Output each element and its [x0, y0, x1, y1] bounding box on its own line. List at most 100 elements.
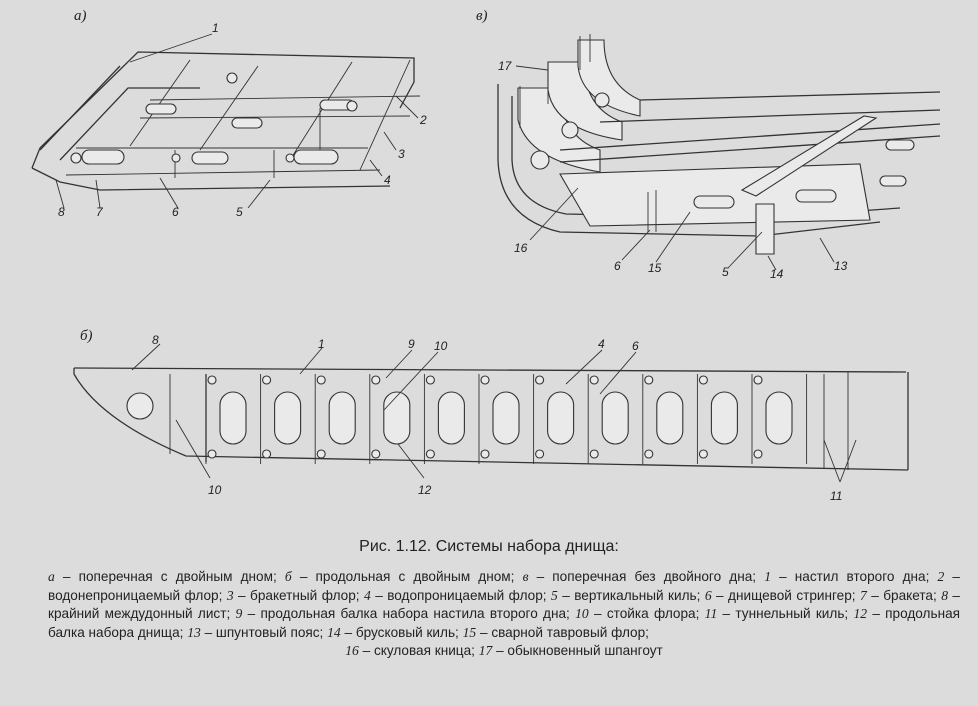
panel-b-label-6: 6	[632, 339, 639, 353]
legend-text: – водопроницаемый флор;	[370, 587, 551, 603]
legend-item: 10 – стойка флора;	[575, 606, 705, 621]
figure-drawings: а)	[31, 8, 941, 503]
lightening-hole	[328, 391, 356, 445]
longitudinal-notch	[207, 375, 217, 385]
panel-b-floors	[205, 374, 808, 464]
lightening-hole	[765, 391, 793, 445]
panel-b-label-8: 8	[152, 333, 159, 347]
panel-b-tag: б)	[80, 328, 93, 344]
legend-key: 10	[575, 606, 589, 621]
legend-text: – сварной тавровый флор;	[476, 624, 649, 640]
panel-v-label-17: 17	[498, 59, 513, 73]
lightening-hole	[219, 391, 247, 445]
legend-text: – стойка флора;	[588, 606, 705, 621]
longitudinal-notch	[425, 375, 435, 385]
legend-key: 9	[235, 606, 243, 621]
legend-text: – обыкновенный шпангоут	[492, 643, 663, 658]
legend-key: 1	[764, 569, 771, 584]
legend-key: 3	[226, 587, 234, 603]
lightening-hole	[492, 391, 520, 445]
panel-b-label-11: 11	[830, 489, 842, 503]
longitudinal-notch	[425, 449, 435, 459]
legend-text: – днищевой стрингер;	[711, 587, 860, 603]
panel-b-label-10-bottom: 10	[208, 483, 222, 497]
legend-text: – бракета;	[866, 587, 942, 603]
lightening-hole	[383, 391, 411, 445]
longitudinal-notch	[207, 449, 217, 459]
panel-a-label-3: 3	[398, 147, 405, 161]
legend-key: 5	[550, 587, 558, 603]
panel-a-drawing: а)	[31, 8, 427, 219]
panel-v-label-14: 14	[770, 267, 784, 281]
legend-last-line: 16 – скуловая кница; 17 – обыкновенный ш…	[48, 642, 960, 661]
longitudinal-notch	[262, 449, 272, 459]
legend-text: – вертикальный киль;	[557, 587, 705, 603]
lightening-hole	[656, 391, 684, 445]
panel-v-drawing: в)	[476, 8, 941, 281]
legend-item: 6 – днищевой стрингер;	[705, 588, 860, 603]
legend-item: 7 – бракета;	[860, 588, 941, 603]
longitudinal-notch	[262, 375, 272, 385]
panel-v-label-5: 5	[722, 265, 729, 279]
legend-item: а – поперечная с двойным дном;	[48, 569, 285, 584]
legend-item: 9 – продольная балка набора настила втор…	[236, 606, 576, 621]
lightening-hole	[437, 391, 465, 445]
legend-text: – поперечная без двойного дна;	[528, 569, 765, 584]
legend-text: – туннельный киль;	[717, 606, 854, 621]
longitudinal-notch	[316, 449, 326, 459]
panel-v-label-16: 16	[514, 241, 528, 255]
panel-b-label-1: 1	[318, 337, 325, 351]
legend-key: 12	[853, 606, 868, 621]
panel-a-label-2: 2	[419, 113, 427, 127]
legend-text: – крайний междудонный лист;	[48, 587, 960, 622]
longitudinal-notch	[480, 449, 490, 459]
panel-a-tag: а)	[74, 8, 87, 24]
panel-b-label-4: 4	[598, 337, 605, 351]
legend-key: а	[48, 569, 55, 584]
legend-text: – продольная балка набора настила второг…	[242, 606, 576, 621]
longitudinal-notch	[698, 449, 708, 459]
longitudinal-notch	[535, 449, 545, 459]
legend-item: 8 – крайний междудонный лист;	[48, 588, 960, 622]
legend-item: в – поперечная без двойного дна;	[523, 569, 765, 584]
figure-caption: Рис. 1.12. Системы набора днища:	[359, 538, 619, 555]
lightening-hole	[601, 391, 629, 445]
longitudinal-notch	[753, 449, 763, 459]
legend-item: б – продольная с двойным дном;	[285, 569, 523, 584]
legend-key: 17	[478, 643, 493, 658]
legend-item: 14 – брусковый киль;	[327, 625, 462, 640]
legend-item: 1 – настил второго дна;	[764, 569, 937, 584]
legend-item: 12 – продольная балка набора днища;	[48, 606, 960, 640]
legend-text: – скуловая кница;	[358, 643, 479, 658]
longitudinal-notch	[535, 375, 545, 385]
legend-key: 4	[364, 587, 371, 603]
legend-item: 2 – водонепроницаемый флор;	[48, 569, 960, 603]
longitudinal-notch	[644, 375, 654, 385]
longitudinal-notch	[371, 375, 381, 385]
legend-item: 4 – водопроницаемый флор;	[364, 588, 551, 603]
panel-b-label-10-top: 10	[434, 339, 448, 353]
figure-legend: а – поперечная с двойным дном; б – продо…	[48, 568, 960, 661]
lightening-hole	[274, 391, 302, 445]
legend-key: 13	[187, 624, 201, 640]
legend-item: 17 – обыкновенный шпангоут	[479, 643, 663, 658]
panel-v-tag: в)	[476, 8, 488, 24]
panel-v-label-15: 15	[648, 261, 662, 275]
panel-v-label-13: 13	[834, 259, 848, 273]
panel-a-label-5: 5	[236, 205, 243, 219]
lightening-hole	[547, 391, 575, 445]
legend-text: – настил второго дна;	[770, 569, 938, 584]
panel-b-drawing: б) 8 1 9 10 4 6	[73, 328, 909, 503]
legend-key: 16	[345, 643, 359, 658]
legend-text: – бракетный флор;	[233, 587, 364, 603]
longitudinal-notch	[698, 375, 708, 385]
legend-text: – брусковый киль;	[340, 624, 463, 640]
legend-text: – продольная балка набора днища;	[48, 606, 961, 640]
legend-text: – шпунтовый пояс;	[200, 624, 328, 640]
legend-item: 13 – шпунтовый пояс;	[187, 625, 327, 640]
panel-a-label-4: 4	[384, 173, 391, 187]
legend-text: – поперечная с двойным дном;	[54, 569, 285, 584]
legend-key: в	[522, 569, 529, 584]
legend-key: 8	[941, 587, 948, 603]
legend-key: 2	[937, 569, 945, 584]
